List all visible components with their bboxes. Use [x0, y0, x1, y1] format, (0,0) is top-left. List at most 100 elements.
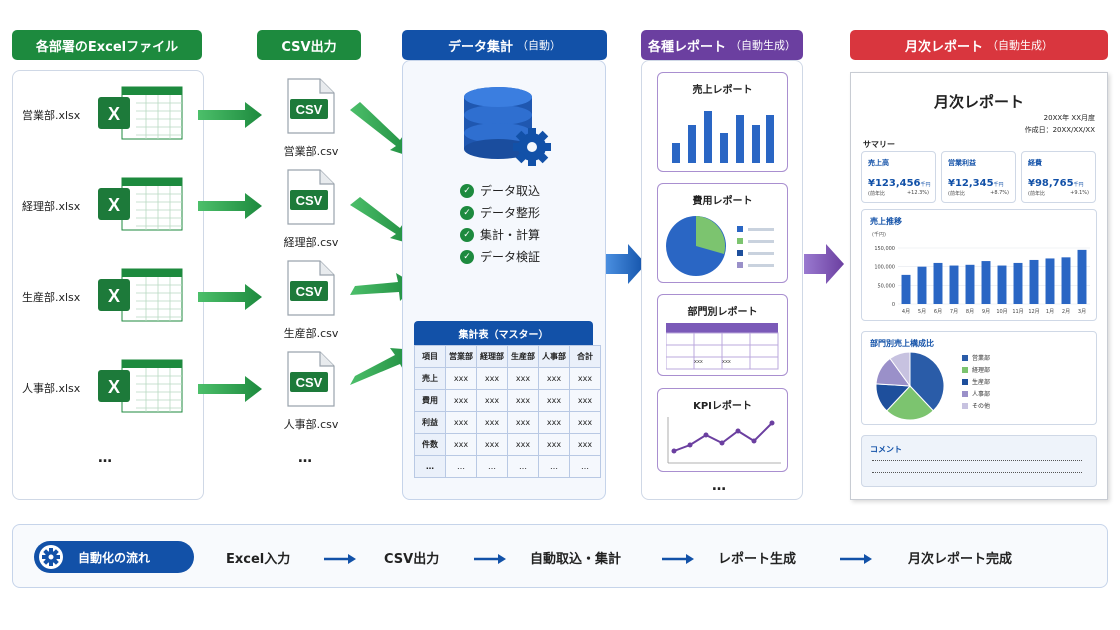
excel-x-letter: X [108, 286, 120, 306]
trend-unit: (千円) [872, 232, 886, 238]
trend-x-tick: 12月 [1028, 309, 1039, 315]
trend-bar [997, 265, 1007, 304]
flow-arrow-icon [840, 551, 872, 570]
master-cell: … [507, 455, 539, 478]
master-cell: xxx [476, 411, 508, 434]
flow-arrow-icon [662, 551, 694, 570]
master-cell: … [414, 455, 446, 478]
arrow-excel-csv-3 [198, 284, 262, 310]
check-icon: ✓ [460, 249, 474, 264]
master-cell: xxx [538, 411, 570, 434]
master-header-cell: 合計 [569, 345, 601, 368]
trend-x-tick: 8月 [966, 309, 974, 315]
pie-legend-swatch [962, 403, 968, 409]
master-cell: 利益 [414, 411, 446, 434]
pie-slice [886, 385, 934, 421]
report-card-cost: 費用レポート [657, 183, 788, 283]
comment-line-1 [872, 460, 1082, 461]
arrow-excel-csv-2 [198, 193, 262, 219]
arrow-csv-agg-1 [350, 102, 415, 158]
cost-mini-pie-icon [666, 216, 774, 276]
trend-x-tick: 9月 [982, 309, 990, 315]
trend-bar [1077, 249, 1087, 304]
automation-flow-bar [12, 524, 1108, 588]
header-csv: CSV出力 [257, 30, 361, 60]
csv-file-name: 人事部.csv [283, 418, 339, 431]
header-aggregation: データ集計（自動） [402, 30, 607, 60]
header-reports: 各種レポート（自動生成） [641, 30, 803, 60]
csv-icon-text: CSV [296, 102, 323, 117]
master-cell: xxx [476, 367, 508, 390]
pie-legend-label: 経理部 [972, 366, 990, 374]
kpi-unit: 千円 [993, 182, 1004, 188]
master-cell: xxx [445, 367, 477, 390]
kpi-value: ¥98,765 [1028, 178, 1074, 189]
csv-icon-text: CSV [296, 284, 323, 299]
master-cell: 費用 [414, 389, 446, 412]
dept-cell-1: xxx [694, 359, 703, 365]
pie-legend-label: 営業部 [972, 354, 990, 362]
dept-cell-2: xxx [722, 359, 731, 365]
process-step: ✓集計・計算 [460, 226, 540, 243]
trend-x-tick: 7月 [950, 309, 958, 315]
master-cell: xxx [445, 433, 477, 456]
arrow-excel-csv-1 [198, 102, 262, 128]
master-cell: xxx [476, 433, 508, 456]
trend-bar [1045, 258, 1055, 304]
master-table-title: 集計表（マスター） [414, 321, 593, 345]
trend-x-tick: 4月 [902, 309, 910, 315]
excel-x-letter: X [108, 377, 120, 397]
master-cell: xxx [445, 389, 477, 412]
master-cell: xxx [507, 433, 539, 456]
pie-slice [909, 351, 945, 412]
trend-y-tick: 100,000 [874, 265, 895, 271]
monthly-title: 月次レポート [933, 93, 1024, 111]
trend-y-tick: 150,000 [874, 246, 895, 252]
header-monthly: 月次レポート（自動生成） [850, 30, 1108, 60]
process-step: ✓ データ整形 [460, 204, 540, 221]
csv-icon-text: CSV [296, 193, 323, 208]
arrow-csv-agg-3 [350, 273, 416, 301]
pie-legend-label: 人事部 [972, 390, 990, 398]
master-cell: xxx [445, 411, 477, 434]
master-row: ……………… [414, 455, 601, 478]
kpi-value-row: ¥12,345千円 [948, 171, 1004, 190]
trend-x-tick: 5月 [918, 309, 926, 315]
kpi-compare: (前年比 [948, 191, 965, 197]
flow-step: Excel入力 [226, 552, 291, 567]
dept-mini-table-icon [666, 323, 779, 370]
kpi-label: 売上高 [868, 159, 889, 167]
kpi-unit: 千円 [920, 182, 931, 188]
comment-card: コメント [861, 435, 1097, 487]
pie-legend-swatch [962, 391, 968, 397]
kpi-value-row: ¥98,765千円 [1028, 171, 1084, 190]
sales-mini-bar-icon [672, 111, 774, 163]
check-icon: ✓ [460, 205, 474, 220]
trend-bar [1029, 259, 1039, 304]
process-step-label: データ整形 [480, 206, 541, 220]
master-cell: xxx [507, 389, 539, 412]
master-header-row: 項目営業部経理部生産部人事部合計 [414, 345, 601, 368]
kpi-compare: (前年比 [868, 191, 885, 197]
master-cell: xxx [476, 389, 508, 412]
excel-x-letter: X [108, 104, 120, 124]
master-cell: xxx [569, 433, 601, 456]
master-cell: xxx [569, 411, 601, 434]
master-cell: … [569, 455, 601, 478]
monthly-created: 作成日：20XX/XX/XX [1024, 126, 1095, 134]
comment-line-2 [872, 472, 1082, 473]
master-header-cell: 営業部 [445, 345, 477, 368]
pie-legend-swatch [962, 379, 968, 385]
header-excel: 各部署のExcelファイル [12, 30, 202, 60]
excel-file-icon: X [96, 358, 186, 414]
trend-x-tick: 10月 [996, 309, 1007, 315]
flow-step: 月次レポート完成 [908, 552, 1013, 567]
trend-x-tick: 3月 [1078, 309, 1086, 315]
master-cell: xxx [569, 389, 601, 412]
